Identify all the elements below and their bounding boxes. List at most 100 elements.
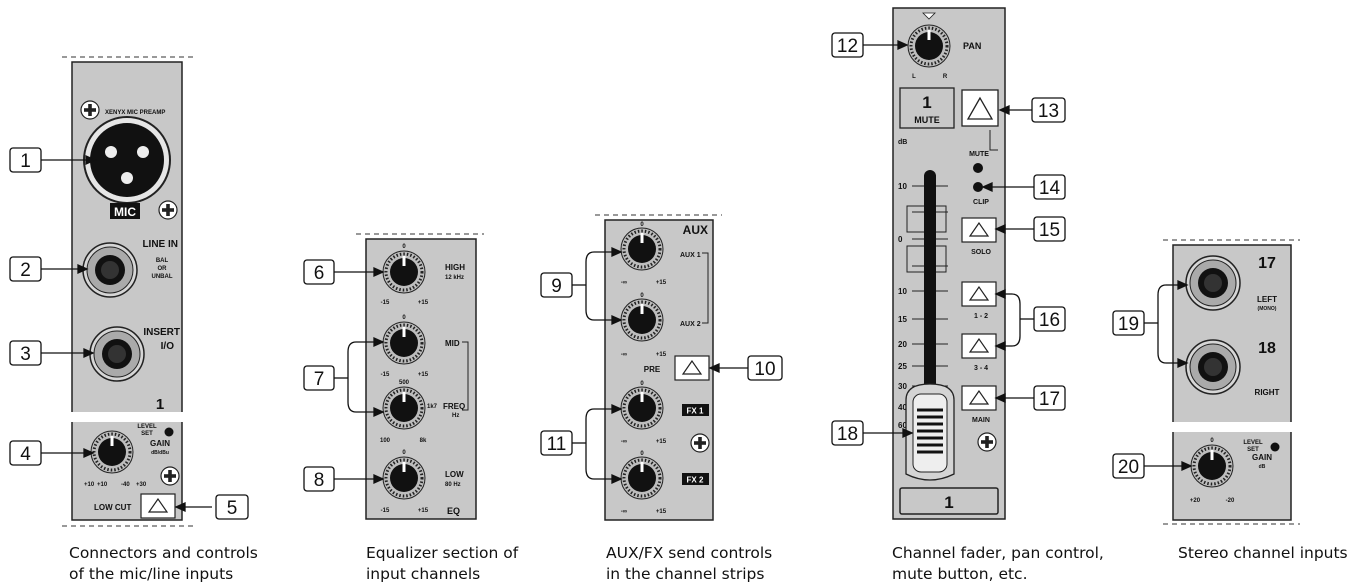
aux1-knob[interactable] [619,226,665,272]
channel-number: 1 [156,396,164,413]
channel-fader-knob[interactable] [905,383,955,481]
eq-mid-label: MID [445,339,460,348]
low-cut-button[interactable] [140,493,176,519]
fx2-zero: 0 [640,451,644,457]
line-in-label: LINE IN [142,239,178,250]
callout-18: 18 [837,424,858,445]
callout-13: 13 [1038,101,1059,122]
pan-knob[interactable] [906,23,952,69]
bus-34-button[interactable] [961,333,997,359]
left-jack [1185,255,1241,311]
fx1-knob[interactable] [619,385,665,431]
callout-3: 3 [20,344,31,365]
eq-mid-min: -15 [381,372,390,378]
xlr-connector [83,116,171,204]
caption-eq: Equalizer section of input channels [366,543,518,585]
io-label: I/O [161,341,175,352]
eq-high-label: HIGH [445,263,465,272]
mute-led [973,163,983,173]
caption-line: Connectors and controls [69,544,258,562]
scale-15: 15 [898,315,907,324]
eq-low-min: -15 [381,508,390,514]
solo-button[interactable] [961,217,997,243]
callout-12: 12 [837,36,858,57]
aux2-max: +15 [656,352,667,358]
insert-label: INSERT [143,327,180,338]
fx2-max: +15 [656,509,667,515]
scale-10a: 10 [898,182,907,191]
eq-low-label: LOW [445,470,464,479]
fx2-knob[interactable] [619,455,665,501]
aux2-zero: 0 [640,293,644,299]
scale-25: 25 [898,362,907,371]
caption-line: input channels [366,565,481,583]
stereo-gain-knob[interactable] [1189,443,1235,489]
eq-low-knob[interactable] [381,455,427,501]
screw-icon [160,466,180,486]
callout-7: 7 [314,369,325,390]
caption-mic-line: Connectors and controls of the mic/line … [69,543,258,585]
aux2-min: -∞ [621,352,627,358]
eq-high-knob[interactable] [381,249,427,295]
gain-unit-label: dB/dBu [151,450,169,456]
callout-16: 16 [1039,310,1060,331]
gain-label: GAIN [150,439,170,448]
low-cut-label: LOW CUT [94,503,131,512]
caption-line: Equalizer section of [366,544,519,562]
aux2-knob[interactable] [619,297,665,343]
eq-freq-knob[interactable] [381,385,427,431]
caption-line: Channel fader, pan control, [892,544,1104,562]
callout-11: 11 [547,434,567,455]
clip-label: CLIP [973,199,989,206]
fader-channel-number: 1 [944,493,953,512]
mic-line-panel: XENYX MIC PREAMP MIC LINE IN BAL OR UNBA… [62,56,196,527]
stereo-set-label: SET [1247,447,1259,453]
fx1-max: +15 [656,439,667,445]
caption-line: Stereo channel inputs [1178,544,1348,562]
aux1-max: +15 [656,280,667,286]
eq-high-zero: 0 [402,244,406,250]
aux-section-label: AUX [683,223,708,237]
stereo-gain-zero: 0 [1210,438,1214,444]
bus-12-button[interactable] [961,281,997,307]
eq-low-zero: 0 [402,450,406,456]
db-label: dB [898,139,907,146]
gain-min-label: +10 [84,482,95,488]
or-label: OR [158,266,168,272]
scale-0: 0 [898,235,903,244]
callout-1: 1 [20,151,31,172]
screw-icon [158,200,178,220]
eq-freq-500: 500 [399,380,410,386]
mute-led-label: MUTE [969,151,989,158]
scale-30: 30 [898,382,907,391]
eq-mid-max: +15 [418,372,429,378]
mute-box-label: MUTE [914,115,940,125]
scale-20: 20 [898,340,907,349]
callout-5: 5 [227,498,238,519]
callout-4: 4 [20,444,31,465]
main-label: MAIN [972,417,990,424]
ch18-label: 18 [1258,340,1276,357]
callout-20: 20 [1118,457,1139,478]
caption-line: of the mic/line inputs [69,565,234,583]
right-jack [1185,339,1241,395]
caption-fader: Channel fader, pan control, mute button,… [892,543,1104,585]
callout-6: 6 [314,263,325,284]
mute-button[interactable] [961,89,999,127]
eq-freq-8k: 8k [420,438,427,444]
eq-mid-knob[interactable] [381,320,427,366]
gain-knob[interactable] [89,429,135,475]
mic-label: MIC [114,205,136,219]
level-label: LEVEL [137,424,157,430]
bal-label: BAL [156,258,169,264]
pre-label: PRE [644,365,661,374]
unbal-label: UNBAL [152,274,173,280]
line-in-jack [82,242,138,298]
main-button[interactable] [961,385,997,411]
stereo-gain-label: GAIN [1252,453,1272,462]
callout-2: 2 [20,260,31,281]
caption-stereo: Stereo channel inputs [1178,543,1348,564]
preamp-label: XENYX MIC PREAMP [105,110,165,116]
pre-button[interactable] [674,355,710,381]
scale-60: 60 [898,421,907,430]
